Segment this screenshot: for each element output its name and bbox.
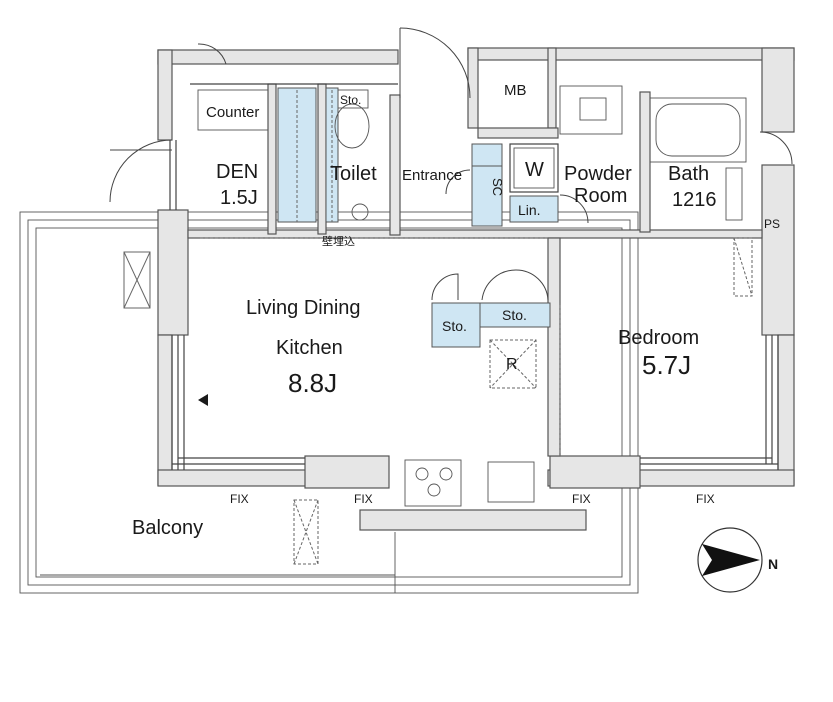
doors (109, 27, 793, 301)
fixtures (197, 85, 747, 531)
linen-label: Lin. (518, 202, 541, 218)
entry-arrow-icon (198, 394, 208, 406)
counter-label: Counter (206, 104, 259, 121)
fridge-label: R (506, 356, 518, 373)
wall-embed-label: 壁埋込 (322, 234, 355, 248)
den-size: 1.5J (220, 187, 258, 209)
storage-left-label: Sto. (442, 318, 467, 334)
fix-label: FIX (354, 492, 373, 506)
bath-label: Bath (668, 163, 709, 185)
storage-areas (277, 87, 559, 348)
den-label: DEN (216, 161, 258, 183)
entrance-label: Entrance (402, 167, 462, 184)
ldk-label-1: Living Dining (246, 297, 361, 319)
powder-room-label-1: Powder (564, 163, 632, 185)
windows (169, 140, 779, 470)
bedroom-size: 5.7J (642, 350, 691, 380)
ldk-size: 8.8J (288, 368, 337, 398)
ldk-label-2: Kitchen (276, 337, 343, 359)
washer-label: W (525, 159, 544, 181)
bedroom-label: Bedroom (618, 327, 699, 349)
balcony-label: Balcony (132, 517, 203, 539)
toilet-label: Toilet (330, 163, 377, 185)
sc-label: SC (490, 178, 505, 196)
ps-label: PS (764, 217, 780, 231)
room-labels: Counter DEN 1.5J Toilet Sto. 壁埋込 Entranc… (132, 82, 780, 539)
balcony-outline (19, 211, 639, 594)
fix-label: FIX (572, 492, 591, 506)
interior-walls (187, 47, 763, 457)
powder-room-label-2: Room (574, 185, 627, 207)
compass-icon: N (697, 527, 778, 593)
fixed-window-labels: FIX FIX FIX FIX (230, 492, 715, 506)
bath-size: 1216 (672, 189, 717, 211)
storage-right-label: Sto. (502, 307, 527, 323)
fix-label: FIX (230, 492, 249, 506)
north-label: N (768, 556, 778, 572)
mb-label: MB (504, 82, 527, 99)
toilet-storage-label: Sto. (340, 93, 361, 107)
dashed-areas (123, 237, 753, 565)
fix-label: FIX (696, 492, 715, 506)
